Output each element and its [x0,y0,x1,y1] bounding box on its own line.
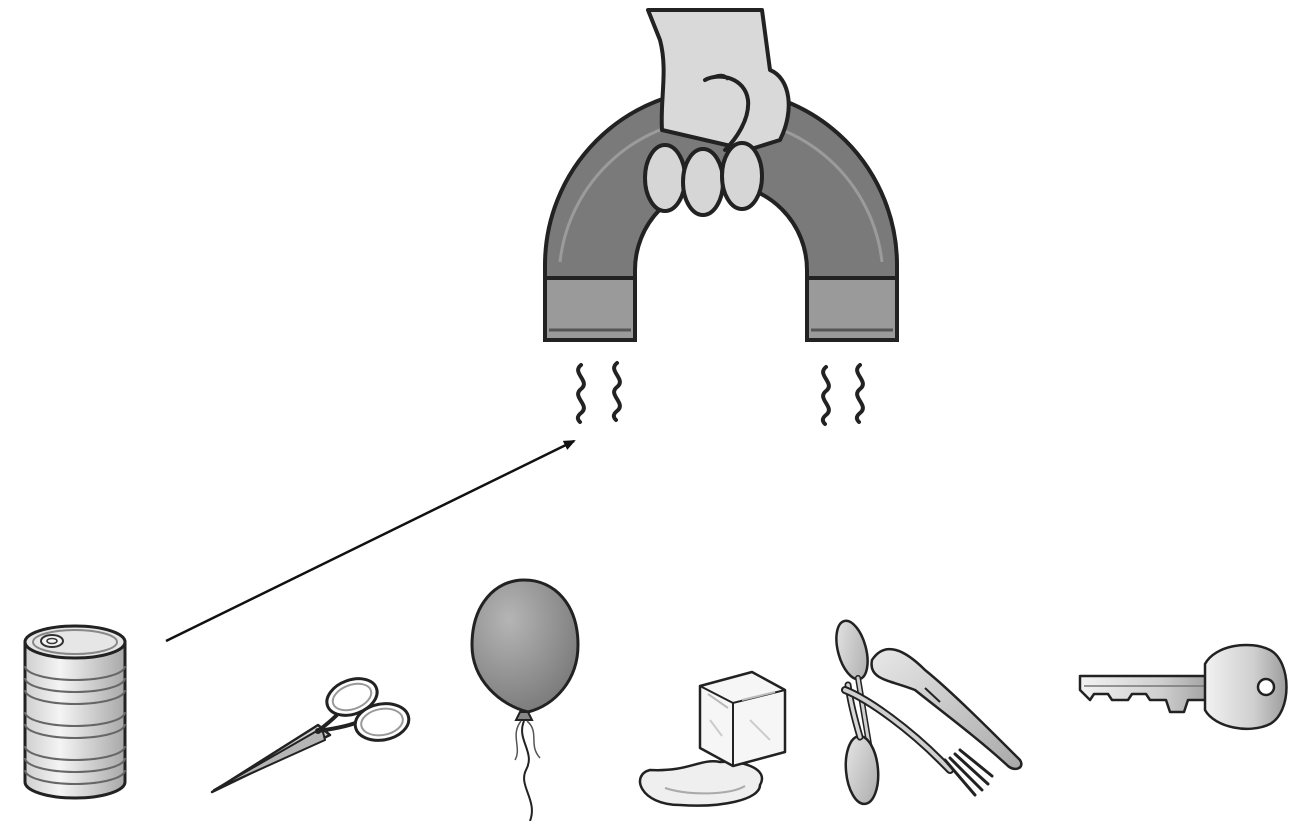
scissors-icon [212,672,412,792]
ice-cube-icon [640,672,785,806]
key-icon [1080,645,1287,729]
cutlery-icon [831,617,1022,805]
can-icon [25,626,125,798]
magnetic-field-lines [578,363,863,424]
balloon-icon [472,580,578,821]
